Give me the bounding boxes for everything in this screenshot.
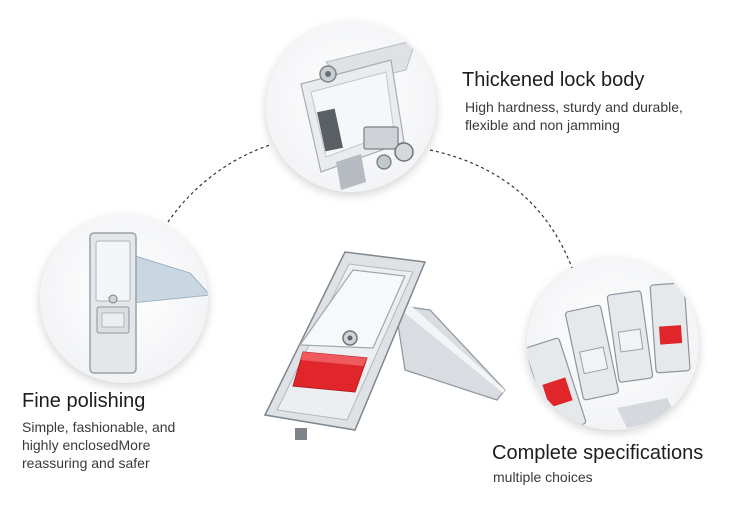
feature-description-complete-specifications: multiple choices — [493, 468, 593, 486]
cabinet-latch-product-image — [263, 251, 506, 440]
polished-latch-image — [40, 215, 208, 383]
feature-title-fine-polishing: Fine polishing — [22, 390, 146, 412]
feature-description-line: Simple, fashionable, and — [22, 419, 176, 435]
lock-body-closeup-image — [266, 22, 436, 192]
feature-title-complete-specifications: Complete specifications — [492, 442, 704, 464]
feature-description-thickened-lock-body: High hardness, sturdy and durable, flexi… — [465, 98, 683, 134]
feature-description-line: highly enclosedMore — [22, 437, 151, 453]
feature-description-line: reassuring and safer — [22, 455, 150, 471]
feature-description-fine-polishing: Simple, fashionable, and highly enclosed… — [22, 418, 175, 472]
feature-title-thickened-lock-body: Thickened lock body — [462, 69, 645, 91]
feature-description-line: flexible and non jamming — [465, 117, 620, 133]
feature-description-line: multiple choices — [493, 469, 593, 485]
latch-variants-image — [527, 258, 699, 430]
feature-description-line: High hardness, sturdy and durable, — [465, 99, 683, 115]
